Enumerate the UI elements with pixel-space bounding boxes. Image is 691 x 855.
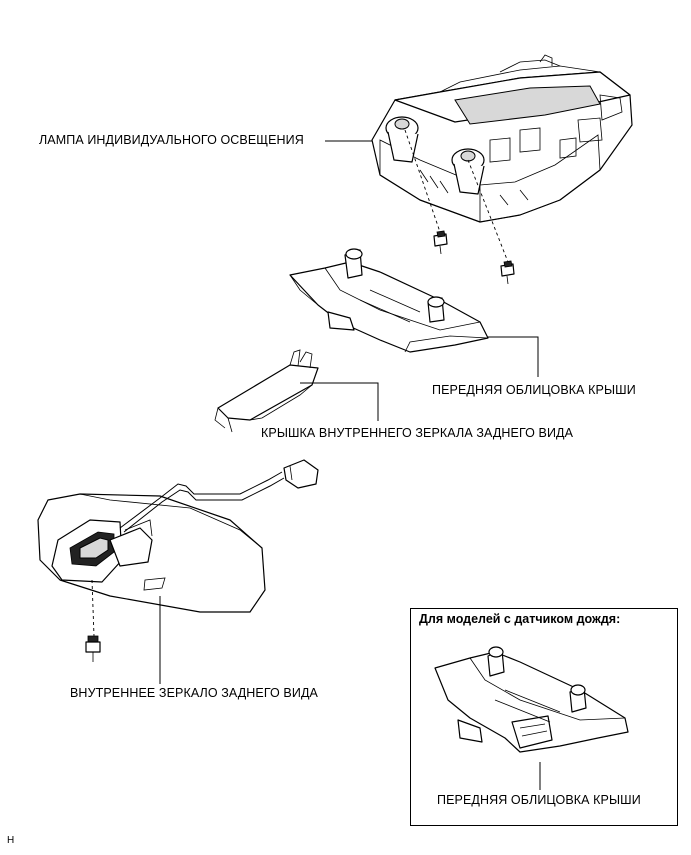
lamp-screws — [404, 129, 515, 285]
inner-mirror-cover-label: КРЫШКА ВНУТРЕННЕГО ЗЕРКАЛА ЗАДНЕГО ВИДА — [261, 426, 574, 440]
mirror-screw — [85, 579, 101, 662]
inner-rear-view-mirror-label: ВНУТРЕННЕЕ ЗЕРКАЛО ЗАДНЕГО ВИДА — [70, 686, 318, 700]
inset-title: Для моделей с датчиком дождя: — [419, 612, 621, 626]
front-roof-trim — [289, 248, 489, 353]
screw-icon — [500, 260, 515, 285]
leader-lines — [159, 140, 541, 790]
screw-icon — [85, 635, 101, 662]
connector-icon — [283, 459, 319, 489]
personal-lamp-label: ЛАМПА ИНДИВИДУАЛЬНОГО ОСВЕЩЕНИЯ — [39, 133, 304, 147]
inner-mirror-cover — [214, 349, 319, 433]
inner-rear-view-mirror — [37, 459, 319, 613]
inset-front-roof-trim-label: ПЕРЕДНЯЯ ОБЛИЦОВКА КРЫШИ — [437, 793, 641, 807]
screw-icon — [433, 230, 448, 255]
front-roof-trim-label: ПЕРЕДНЯЯ ОБЛИЦОВКА КРЫШИ — [432, 383, 636, 397]
personal-lamp-assembly — [371, 54, 633, 223]
inset-front-roof-trim — [434, 646, 629, 753]
rain-sensor-inset-box — [410, 608, 678, 826]
figure-code: H — [7, 835, 15, 846]
